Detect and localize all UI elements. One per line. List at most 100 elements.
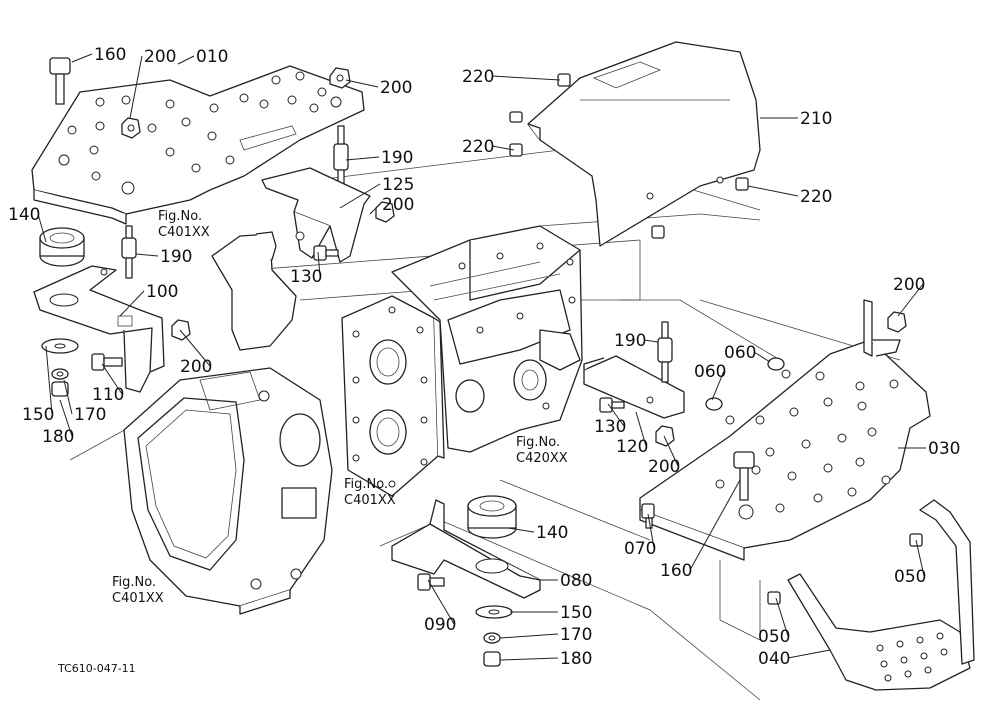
callout-c200c: 200 xyxy=(382,195,414,215)
callout-c200d: 200 xyxy=(180,357,212,377)
callout-c080: 080 xyxy=(560,571,592,591)
part-210-top-cover xyxy=(527,41,761,247)
figure-ref-title: Fig.No. xyxy=(158,209,202,224)
callout-c220c: 220 xyxy=(800,187,832,207)
callout-c170a: 170 xyxy=(74,405,106,425)
nut-200-plate xyxy=(121,117,141,139)
clutch-housing-casting xyxy=(123,367,333,615)
callout-c060b: 060 xyxy=(694,362,726,382)
callout-c130b: 130 xyxy=(594,417,626,437)
bolt-160-top xyxy=(49,57,71,105)
part-140-mount-left xyxy=(39,227,85,267)
callout-c140b: 140 xyxy=(536,523,568,543)
callout-c200a: 200 xyxy=(144,47,176,67)
callout-c200f: 200 xyxy=(648,457,680,477)
bolt-130-left xyxy=(313,245,339,261)
leader-line-c090 xyxy=(427,579,455,625)
leader-line-c050b xyxy=(775,597,789,637)
nut-200-lower-left xyxy=(171,319,191,341)
leader-line-c180a xyxy=(59,399,73,437)
bolt-160-right xyxy=(733,451,755,501)
part-100-bracket-left xyxy=(33,265,165,393)
callout-c100: 100 xyxy=(146,282,178,302)
callout-c070: 070 xyxy=(624,539,656,559)
callout-c010: 010 xyxy=(196,47,228,67)
leader-line-c200c xyxy=(369,203,381,215)
callout-c220a: 220 xyxy=(462,67,494,87)
part-140-mount-bottom xyxy=(467,495,517,539)
figure-reference-labels: Fig.No.C401XXFig.No.C420XXFig.No.C401XXF… xyxy=(112,209,568,606)
callout-c060a: 060 xyxy=(724,343,756,363)
leader-line-c060b xyxy=(711,370,725,401)
leader-line-c200f xyxy=(663,435,679,467)
callout-c130a: 130 xyxy=(290,267,322,287)
figure-ref-title: Fig.No. xyxy=(516,435,560,450)
deflector-plate xyxy=(211,231,297,351)
leader-line-c190a xyxy=(345,156,380,161)
callout-c190c: 190 xyxy=(614,331,646,351)
figure-ref-title: Fig.No. xyxy=(344,477,388,492)
callout-c140a: 140 xyxy=(8,205,40,225)
part-125-bracket xyxy=(261,167,371,263)
leader-line-c130a xyxy=(317,251,321,277)
figure-ref-code: C420XX xyxy=(516,451,568,466)
drawing-code: TC610-047-11 xyxy=(57,662,136,675)
callout-c050b: 050 xyxy=(758,627,790,647)
bolt-050-b xyxy=(767,591,781,605)
leader-line-c200d xyxy=(179,329,211,367)
callout-c125: 125 xyxy=(382,175,414,195)
leader-line-c110 xyxy=(101,363,123,395)
leader-line-c170b xyxy=(499,633,559,639)
callout-c220b: 220 xyxy=(462,137,494,157)
figure-ref-code: C401XX xyxy=(344,493,396,508)
middle-cover-plate xyxy=(341,295,445,497)
bolt-110 xyxy=(91,353,123,371)
part-010-left-step-plate xyxy=(31,65,365,225)
callout-c200e: 200 xyxy=(893,275,925,295)
leader-line-c220a xyxy=(491,75,561,81)
callout-c170b: 170 xyxy=(560,625,592,645)
nut-200-far-right xyxy=(887,311,907,333)
bolt-070 xyxy=(641,503,655,529)
leader-line-c160a xyxy=(71,53,93,63)
figure-ref-title: Fig.No. xyxy=(112,575,156,590)
washer-170-bottom xyxy=(483,632,501,644)
leader-line-c190b xyxy=(135,253,159,257)
part-190-stud-left xyxy=(121,225,137,279)
callout-leader-lines xyxy=(37,53,926,661)
part-030-right-step-plate xyxy=(639,299,931,561)
bolt-090 xyxy=(417,573,445,591)
leader-line-c070 xyxy=(647,513,655,549)
part-080-bottom-bracket xyxy=(391,499,541,599)
callout-c050a: 050 xyxy=(894,567,926,587)
leader-line-c140b xyxy=(507,527,535,533)
washer-150-left xyxy=(41,338,79,354)
washer-170-left xyxy=(51,368,69,380)
part-120-bracket-right xyxy=(583,355,685,419)
leader-line-c140a xyxy=(37,213,47,243)
leader-line-c160b xyxy=(689,479,741,571)
leader-line-c010 xyxy=(177,55,195,65)
callout-c190b: 190 xyxy=(160,247,192,267)
nut-200-top-middle xyxy=(329,67,351,89)
callout-c180b: 180 xyxy=(560,649,592,669)
leader-line-c170a xyxy=(63,379,73,415)
callout-c150a: 150 xyxy=(22,405,54,425)
callout-c110: 110 xyxy=(92,385,124,405)
leader-line-c040 xyxy=(787,649,831,659)
transmission-case xyxy=(391,225,583,453)
leader-line-c220b xyxy=(491,145,515,151)
leader-line-c180b xyxy=(499,657,559,661)
leader-line-c200a xyxy=(129,55,143,119)
bolt-220-left xyxy=(509,111,523,157)
leader-line-c120 xyxy=(635,411,647,447)
figure-ref-code: C401XX xyxy=(158,225,210,240)
leader-line-c220c xyxy=(747,185,799,197)
figure-ref-f3: Fig.No.C401XX xyxy=(344,477,396,508)
callout-c160a: 160 xyxy=(94,45,126,65)
washer-150-bottom xyxy=(475,605,513,619)
figure-ref-code: C401XX xyxy=(112,591,164,606)
leader-line-c050a xyxy=(915,539,925,577)
